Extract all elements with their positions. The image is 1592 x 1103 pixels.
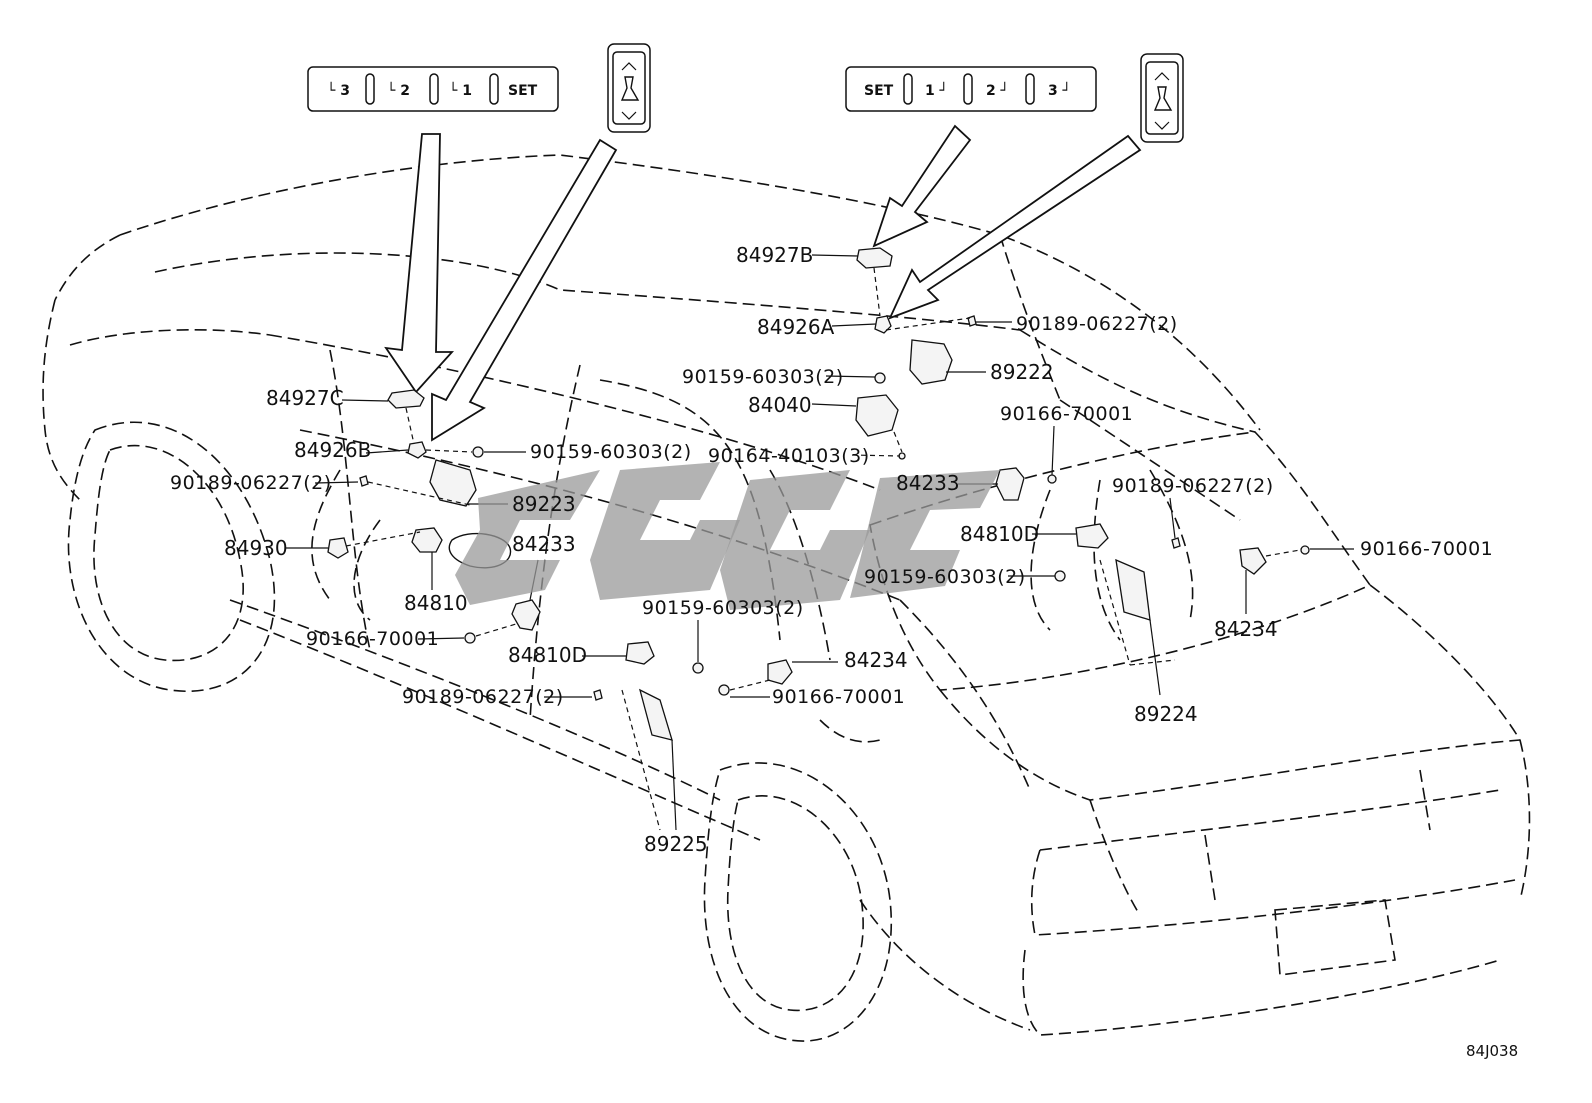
switch-right-button-2: 2 ┘ — [986, 82, 1009, 99]
label-90166-70001-far-right: 90166-70001 — [1360, 538, 1493, 560]
switch-right-button-1: 1 ┘ — [925, 82, 948, 99]
label-84926B: 84926B — [294, 438, 371, 462]
label-90166-70001-left: 90166-70001 — [306, 628, 439, 650]
part-84233-l — [511, 599, 541, 631]
switch-left-button-2: └ 2 — [387, 82, 410, 99]
seat-icon — [1153, 86, 1173, 111]
part-84234-r — [1239, 547, 1267, 575]
label-84234-right: 84234 — [1214, 617, 1278, 641]
label-84930: 84930 — [224, 536, 288, 560]
seat-switch-right — [1140, 53, 1184, 143]
label-84234-center: 84234 — [844, 648, 908, 672]
parts — [327, 247, 1310, 741]
label-89223: 89223 — [512, 492, 576, 516]
arrow-left-switch — [384, 133, 455, 394]
seat-icon — [620, 76, 640, 101]
diagram-reference-code: 84J038 — [1466, 1042, 1518, 1060]
chevron-down-icon — [621, 111, 637, 120]
bolt-90166-l — [464, 632, 476, 644]
part-89224 — [1115, 558, 1151, 621]
arrow-right-switch — [872, 124, 972, 248]
seat-switch-left — [607, 43, 651, 133]
label-84810: 84810 — [404, 591, 468, 615]
label-84926A: 84926A — [757, 315, 835, 339]
pointer-arrows — [384, 124, 1142, 442]
label-90189-06227-right: 90189-06227(2) — [1112, 475, 1274, 497]
switch-right-button-set: SET — [864, 83, 894, 99]
bolt-90166-tr — [1047, 474, 1057, 484]
part-84926B — [407, 441, 427, 459]
label-90189-06227-center: 90189-06227(2) — [402, 686, 564, 708]
bolt-90159-l — [472, 446, 484, 458]
label-90159-60303-right: 90159-60303(2) — [864, 566, 1026, 588]
clip-90189-r — [1171, 537, 1181, 549]
leader-lines — [286, 254, 1354, 831]
label-90166-70001-top-right: 90166-70001 — [1000, 403, 1133, 425]
bolt-90159-tc — [874, 372, 886, 384]
label-84233-right: 84233 — [896, 471, 960, 495]
car-body-outline — [42, 154, 1531, 1042]
bolt-90159-c — [692, 662, 704, 674]
memory-switch-right: SET 1 ┘ 2 ┘ 3 ┘ — [845, 66, 1097, 112]
label-84233-left: 84233 — [512, 532, 576, 556]
watermark-logo — [455, 462, 1000, 610]
switch-left-button-1: └ 3 — [327, 82, 350, 99]
label-90166-70001-center: 90166-70001 — [772, 686, 905, 708]
arrow-right-seat-switch — [888, 134, 1142, 320]
chevron-down-icon — [1154, 121, 1170, 130]
clip-90189-c — [593, 689, 603, 701]
label-90159-60303-left: 90159-60303(2) — [530, 441, 692, 463]
callout-labels: 84927B 84926A 90189-06227(2) 89222 90159… — [170, 243, 1493, 856]
switch-right-button-3: 3 ┘ — [1048, 82, 1071, 99]
part-89225 — [639, 688, 673, 741]
part-84040 — [855, 394, 899, 437]
label-84927B: 84927B — [736, 243, 813, 267]
clip-90189-tr — [967, 315, 977, 327]
label-90159-60303-center: 90159-60303(2) — [642, 597, 804, 619]
part-84930 — [327, 537, 349, 559]
label-90164-40103: 90164-40103(3) — [708, 445, 870, 467]
bolt-90159-r — [1054, 570, 1066, 582]
part-89222 — [909, 339, 953, 385]
part-84810D-r — [1075, 523, 1109, 549]
label-89224: 89224 — [1134, 702, 1198, 726]
part-84927C — [387, 389, 425, 409]
label-84040: 84040 — [748, 393, 812, 417]
clip-90189-l — [359, 475, 369, 487]
label-90189-06227-top-right: 90189-06227(2) — [1016, 313, 1178, 335]
label-90189-06227-left: 90189-06227(2) — [170, 472, 332, 494]
label-89222: 89222 — [990, 360, 1054, 384]
label-90159-60303-top-center: 90159-60303(2) — [682, 366, 844, 388]
bolt-90166-fr — [1300, 545, 1310, 555]
memory-switch-left: └ 3 └ 2 └ 1 SET — [307, 66, 559, 112]
part-84234-c — [767, 659, 793, 685]
label-84810D-right: 84810D — [960, 522, 1039, 546]
arrow-left-seat-switch — [431, 138, 618, 442]
label-84810D-left: 84810D — [508, 643, 587, 667]
chevron-up-icon — [621, 62, 637, 71]
part-84810 — [411, 527, 443, 553]
part-84927B — [856, 247, 893, 269]
part-84810D-l — [625, 641, 655, 665]
label-89225: 89225 — [644, 832, 708, 856]
switch-left-button-set: SET — [508, 83, 538, 99]
chevron-up-icon — [1154, 72, 1170, 81]
part-84233-r — [995, 467, 1025, 501]
bolt-90166-c — [718, 684, 730, 696]
switch-left-button-3: └ 1 — [449, 82, 472, 99]
part-84926A — [874, 315, 892, 334]
part-89223 — [429, 459, 477, 507]
label-84927C: 84927C — [266, 386, 344, 410]
